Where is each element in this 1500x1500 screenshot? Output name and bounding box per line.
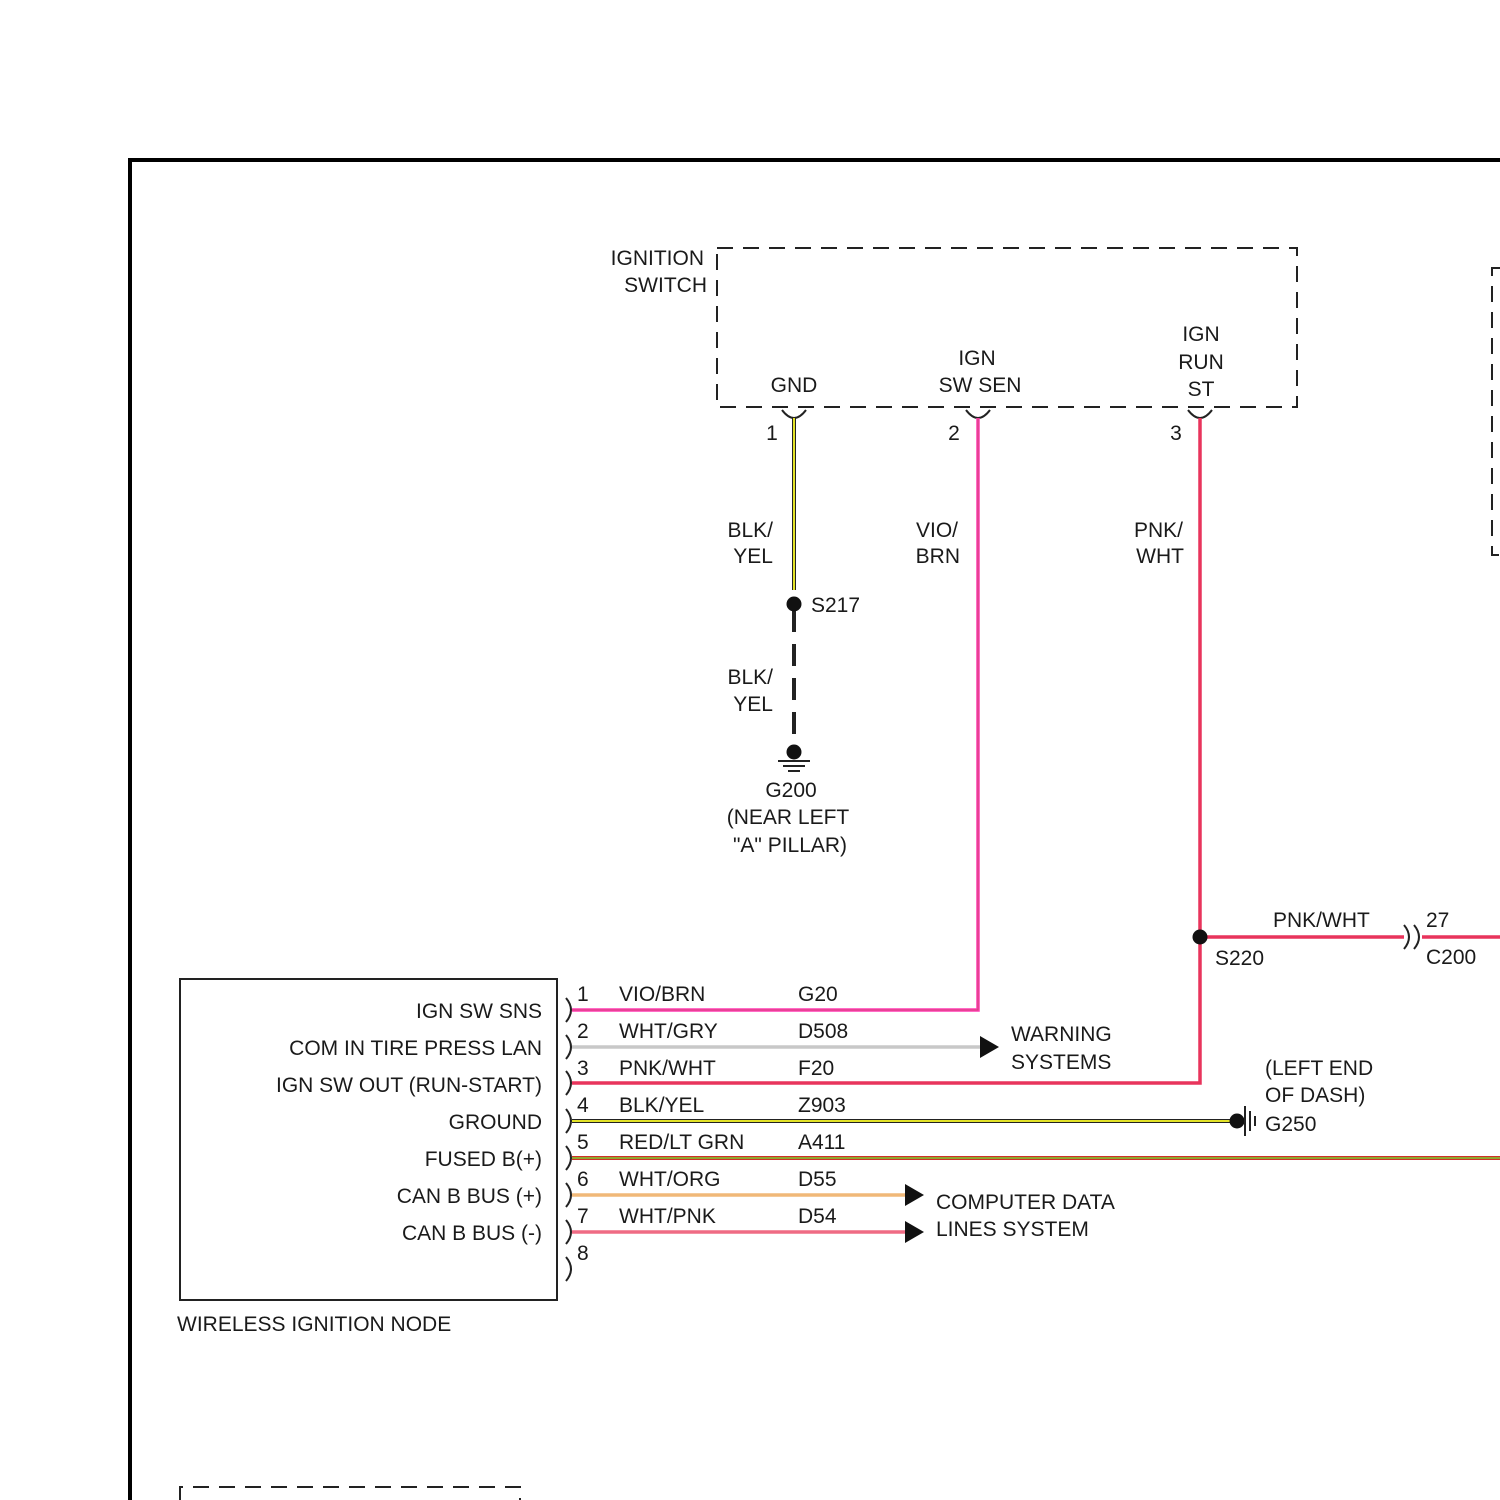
arrow-right-icon	[980, 1036, 999, 1058]
switch-pin-label: RUN	[1178, 351, 1224, 374]
splice-label: S217	[811, 594, 860, 617]
ignition-switch-title: IGNITION	[611, 247, 704, 270]
computer-data-lines-destination: COMPUTER DATA LINES SYSTEM	[905, 1184, 1115, 1243]
ground-g200: G200 (NEAR LEFT "A" PILLAR)	[727, 745, 850, 858]
wire-color-label: WHT/GRY	[619, 1020, 718, 1043]
node-pin-function: IGN SW SNS	[416, 1000, 542, 1023]
splice-dot	[787, 597, 802, 612]
ground-dot	[787, 745, 802, 760]
ground-location: "A" PILLAR)	[733, 834, 847, 857]
switch-pin-number: 1	[766, 422, 778, 445]
node-pin-connector	[566, 1035, 571, 1059]
wire-color-label: BLK/YEL	[619, 1094, 704, 1117]
warning-systems-destination: WARNING SYSTEMS	[980, 1023, 1112, 1074]
wire-color-label: RED/LT GRN	[619, 1131, 744, 1154]
circuit-id: F20	[798, 1057, 834, 1080]
ground-id: G250	[1265, 1113, 1316, 1136]
wires	[572, 418, 1500, 1232]
connector-pin-number: 27	[1426, 909, 1449, 932]
circuit-id: D54	[798, 1205, 837, 1228]
wire-color-label: WHT	[1136, 545, 1184, 568]
node-pin-number: 1	[577, 983, 589, 1006]
switch-pin-label: ST	[1188, 378, 1215, 401]
circuit-id: Z903	[798, 1094, 846, 1117]
destination-label: SYSTEMS	[1011, 1051, 1111, 1074]
node-pin-row: 8	[566, 1242, 589, 1281]
node-box	[180, 979, 557, 1300]
ignition-switch: IGNITION SWITCH GND IGN SW SEN IGN RUN S…	[611, 247, 1297, 445]
ground-location: (NEAR LEFT	[727, 806, 850, 829]
node-pin-number: 6	[577, 1168, 589, 1191]
switch-pin-label: IGN	[1182, 323, 1219, 346]
switch-connector-pin-1	[782, 410, 806, 418]
connector-id: C200	[1426, 946, 1476, 969]
node-pin-function: CAN B BUS (-)	[402, 1222, 542, 1245]
node-pin-number: 8	[577, 1242, 589, 1265]
wire-color-label: WHT/ORG	[619, 1168, 720, 1191]
node-pin-number: 4	[577, 1094, 589, 1117]
switch-pin-number: 2	[948, 422, 960, 445]
switch-connector-pin-2	[966, 410, 990, 418]
connector-c200-symbol	[1404, 925, 1409, 949]
destination-label: COMPUTER DATA	[936, 1191, 1115, 1214]
switch-pin-label: IGN	[958, 347, 995, 370]
wire-color-label: YEL	[733, 693, 773, 716]
node-pin-connector	[566, 998, 571, 1022]
wire-color-label: VIO/BRN	[619, 983, 705, 1006]
wire-vio-brn	[572, 418, 978, 1010]
switch-pin-label: GND	[771, 374, 818, 397]
lower-component-box	[180, 1487, 520, 1500]
node-pin-connector	[566, 1257, 571, 1281]
circuit-id: G20	[798, 983, 838, 1006]
wire-color-label: PNK/WHT	[1273, 909, 1370, 932]
destination-label: WARNING	[1011, 1023, 1112, 1046]
switch-connector-pin-3	[1188, 410, 1212, 418]
node-pin-number: 5	[577, 1131, 589, 1154]
node-title: WIRELESS IGNITION NODE	[177, 1313, 451, 1336]
node-pin-connector	[566, 1220, 571, 1244]
splice-dot	[1193, 930, 1208, 945]
node-pin-number: 2	[577, 1020, 589, 1043]
wire-color-label: PNK/	[1134, 519, 1183, 542]
arrow-right-icon	[905, 1221, 924, 1243]
ground-g250: (LEFT END OF DASH) G250	[1230, 1057, 1374, 1136]
wire-vio-brn-tracer	[572, 418, 978, 1010]
switch-pin-label: SW SEN	[939, 374, 1022, 397]
circuit-id: D55	[798, 1168, 837, 1191]
splice-s217: S217	[787, 594, 861, 617]
node-pin-function: GROUND	[449, 1111, 542, 1134]
splice-label: S220	[1215, 947, 1264, 970]
ground-id: G200	[765, 779, 816, 802]
circuit-id: A411	[798, 1131, 846, 1154]
node-pin-number: 3	[577, 1057, 589, 1080]
destination-label: LINES SYSTEM	[936, 1218, 1089, 1241]
node-pin-connector	[566, 1146, 571, 1170]
node-pin-function: FUSED B(+)	[425, 1148, 542, 1171]
ground-location: OF DASH)	[1265, 1084, 1365, 1107]
circuit-id: D508	[798, 1020, 848, 1043]
arrow-right-icon	[905, 1184, 924, 1206]
wire-color-label: WHT/PNK	[619, 1205, 716, 1228]
node-pin-number: 7	[577, 1205, 589, 1228]
wire-color-label: BLK/	[727, 519, 773, 542]
ground-location: (LEFT END	[1265, 1057, 1373, 1080]
node-pin-function: CAN B BUS (+)	[397, 1185, 542, 1208]
node-pin-function: COM IN TIRE PRESS LAN	[289, 1037, 542, 1060]
node-pin-function: IGN SW OUT (RUN-START)	[276, 1074, 542, 1097]
wire-color-label: YEL	[733, 545, 773, 568]
ignition-switch-title: SWITCH	[624, 274, 707, 297]
switch-pin-number: 3	[1170, 422, 1182, 445]
wire-color-label: VIO/	[916, 519, 958, 542]
node-pin-connector	[566, 1071, 571, 1095]
connector-c200: PNK/WHT 27 C200	[1273, 909, 1476, 969]
connector-c200-symbol	[1414, 925, 1419, 949]
adjacent-component-box	[1492, 268, 1500, 555]
ground-dot	[1230, 1114, 1245, 1129]
node-pin-connector	[566, 1183, 571, 1207]
wire-color-label: BLK/	[727, 666, 773, 689]
node-pin-connector	[566, 1109, 571, 1133]
wire-color-label: PNK/WHT	[619, 1057, 716, 1080]
wire-color-label: BRN	[916, 545, 960, 568]
